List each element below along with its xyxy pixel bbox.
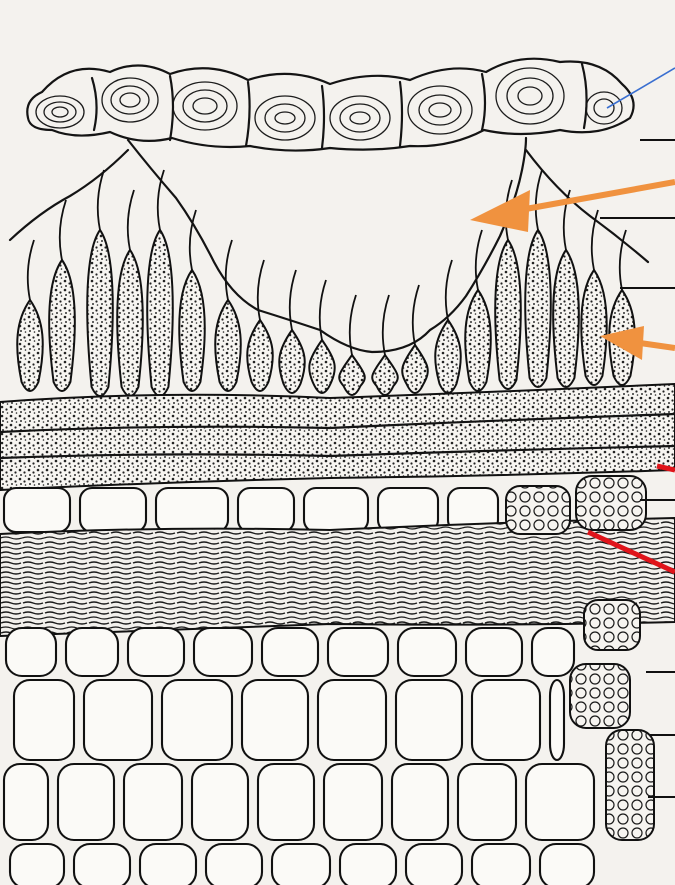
storage-cell: [4, 488, 70, 532]
parenchyma-cell: [472, 844, 530, 885]
chlorenchyma-filament: [179, 270, 205, 391]
parenchyma-cell: [140, 844, 196, 885]
parenchyma-cell: [532, 628, 574, 676]
parenchyma-cell: [272, 844, 330, 885]
parenchyma-cell: [550, 680, 564, 760]
parenchyma-cell: [206, 844, 262, 885]
storage-cell: [238, 488, 294, 532]
parenchyma-cell: [66, 628, 118, 676]
chlorenchyma-filament: [553, 250, 579, 387]
chlorenchyma-filament: [147, 230, 173, 396]
parenchyma-cell: [540, 844, 594, 885]
chlorenchyma-filament: [117, 250, 143, 396]
parenchyma-cell: [162, 680, 232, 760]
parenchyma-cell: [74, 844, 130, 885]
parenchyma-cell: [258, 764, 314, 840]
parenchyma-cell: [84, 680, 152, 760]
parenchyma-cell: [4, 764, 48, 840]
parenchyma-cell: [10, 844, 64, 885]
parenchyma-cell: [14, 680, 74, 760]
parenchyma-cell: [406, 844, 462, 885]
basal-compact-band: [0, 384, 675, 490]
parenchyma-cell: [340, 844, 396, 885]
parenchyma-cell: [192, 764, 248, 840]
chlorenchyma-filament: [495, 240, 521, 389]
parenchyma-cell: [124, 764, 182, 840]
chlorenchyma-filament: [525, 230, 551, 387]
parenchyma-cell: [466, 628, 522, 676]
parenchyma-cell: [242, 680, 308, 760]
parenchyma-cell: [194, 628, 252, 676]
chlorenchyma-filament: [87, 230, 113, 396]
chlorenchyma-filament: [49, 260, 75, 391]
parenchyma-cell: [262, 628, 318, 676]
parenchyma-cell: [128, 628, 184, 676]
parenchyma-cell: [328, 628, 388, 676]
parenchyma-cell: [526, 764, 594, 840]
parenchyma-cell: [396, 680, 462, 760]
parenchyma-cell: [324, 764, 382, 840]
storage-cell: [80, 488, 146, 532]
fibrous-band: [0, 518, 675, 636]
parenchyma-cell: [318, 680, 386, 760]
parenchyma-cell: [472, 680, 540, 760]
parenchyma-cell: [458, 764, 516, 840]
parenchyma-cell: [398, 628, 456, 676]
storage-cell: [304, 488, 368, 532]
lower-parenchyma: [4, 628, 594, 885]
parenchyma-cell: [58, 764, 114, 840]
parenchyma-cell: [6, 628, 56, 676]
parenchyma-cell: [392, 764, 448, 840]
storage-cell: [156, 488, 228, 532]
chlorenchyma-filament: [581, 270, 607, 385]
